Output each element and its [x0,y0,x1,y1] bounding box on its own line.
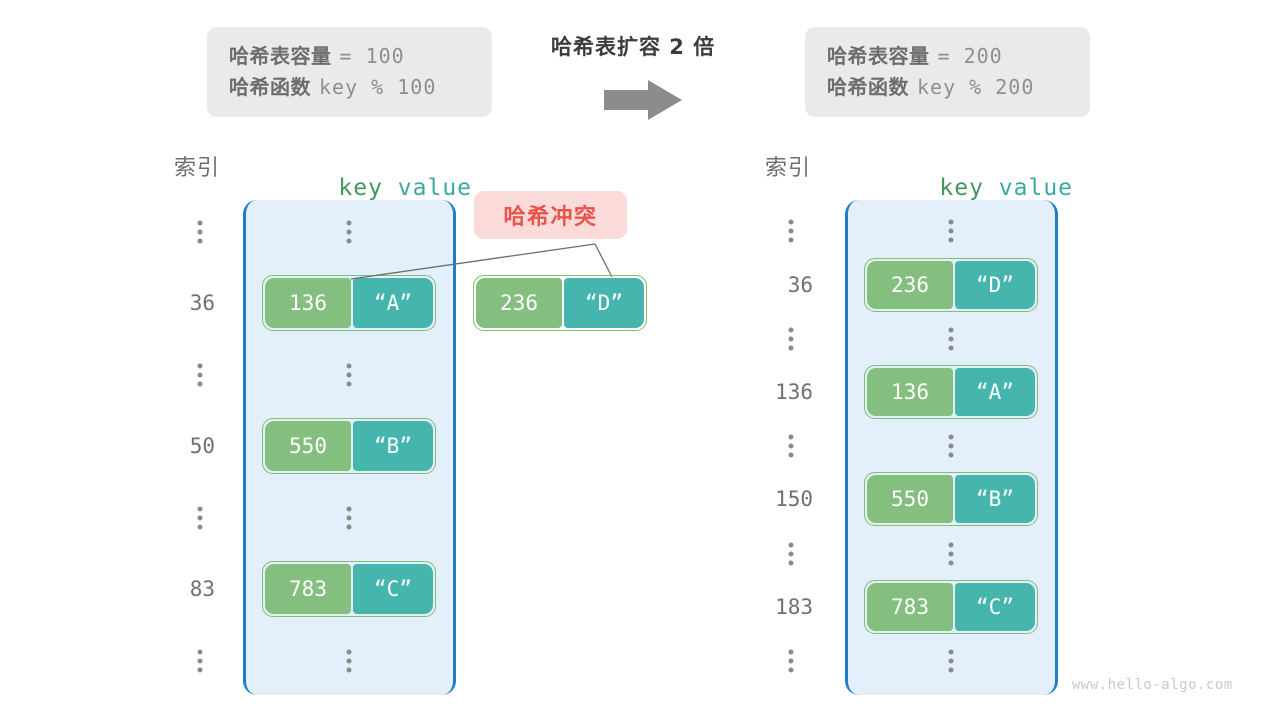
right-function-value: key % 200 [917,75,1035,99]
left-function-label: 哈希函数 [229,75,311,99]
ellipsis-icon [197,220,203,244]
entry-value: “D” [564,278,644,328]
hash-entry[interactable]: 136 “A” [864,365,1038,419]
ellipsis-icon [788,542,794,566]
ellipsis-icon [948,542,954,566]
hash-entry[interactable]: 550 “B” [864,472,1038,526]
right-function-line: 哈希函数 key % 200 [827,72,1070,103]
left-function-line: 哈希函数 key % 100 [229,72,472,103]
hash-entry[interactable]: 236 “D” [864,258,1038,312]
entry-value: “C” [353,564,433,614]
colliding-hash-entry[interactable]: 236 “D” [473,275,647,331]
left-row-index: 36 [189,291,215,315]
hash-entry[interactable]: 783 “C” [864,580,1038,634]
entry-value: “B” [955,475,1035,523]
left-row-index: 50 [189,434,215,458]
ellipsis-icon [788,219,794,243]
ellipsis-icon [346,363,352,387]
entry-key: 783 [867,583,953,631]
left-header-value: value [397,175,473,201]
entry-key: 550 [867,475,953,523]
left-capacity-value: = 100 [339,44,405,68]
entry-key: 236 [867,261,953,309]
ellipsis-icon [346,506,352,530]
ellipsis-icon [948,649,954,673]
right-header-index: 索引 [765,156,812,181]
hash-collision-label: 哈希冲突 [503,205,598,230]
ellipsis-icon [197,649,203,673]
hash-entry[interactable]: 550 “B” [262,418,436,474]
right-header-key: key [939,175,984,201]
left-row-index: 83 [189,577,215,601]
left-header-index: 索引 [174,156,221,181]
entry-key: 236 [476,278,562,328]
ellipsis-icon [948,327,954,351]
right-capacity-label: 哈希表容量 [827,44,930,68]
ellipsis-icon [197,363,203,387]
ellipsis-icon [346,220,352,244]
right-row-index: 150 [775,487,813,511]
entry-key: 136 [867,368,953,416]
right-capacity-value: = 200 [937,44,1003,68]
right-header-value: value [998,175,1074,201]
right-header-key-value: key value [880,149,1073,227]
entry-value: “D” [955,261,1035,309]
left-header-key: key [338,175,383,201]
ellipsis-icon [788,327,794,351]
ellipsis-icon [788,649,794,673]
ellipsis-icon [948,219,954,243]
right-arrow-icon [604,80,682,120]
entry-value: “C” [955,583,1035,631]
left-capacity-line: 哈希表容量 = 100 [229,41,472,72]
hash-collision-badge: 哈希冲突 [474,191,627,239]
right-row-index: 36 [787,273,813,297]
watermark: www.hello-algo.com [1072,677,1233,693]
ellipsis-icon [788,434,794,458]
entry-value: “A” [955,368,1035,416]
entry-value: “B” [353,421,433,471]
left-info-box: 哈希表容量 = 100 哈希函数 key % 100 [207,27,492,117]
expand-title: 哈希表扩容 2 倍 [551,35,716,59]
hash-entry[interactable]: 136 “A” [262,275,436,331]
entry-key: 550 [265,421,351,471]
ellipsis-icon [346,649,352,673]
entry-key: 783 [265,564,351,614]
right-info-box: 哈希表容量 = 200 哈希函数 key % 200 [805,27,1090,117]
left-function-value: key % 100 [319,75,437,99]
left-header-key-value: key value [279,149,472,227]
left-capacity-label: 哈希表容量 [229,44,332,68]
hash-entry[interactable]: 783 “C” [262,561,436,617]
right-capacity-line: 哈希表容量 = 200 [827,41,1070,72]
right-row-index: 136 [775,380,813,404]
right-row-index: 183 [775,595,813,619]
entry-value: “A” [353,278,433,328]
entry-key: 136 [265,278,351,328]
right-function-label: 哈希函数 [827,75,909,99]
ellipsis-icon [948,434,954,458]
ellipsis-icon [197,506,203,530]
